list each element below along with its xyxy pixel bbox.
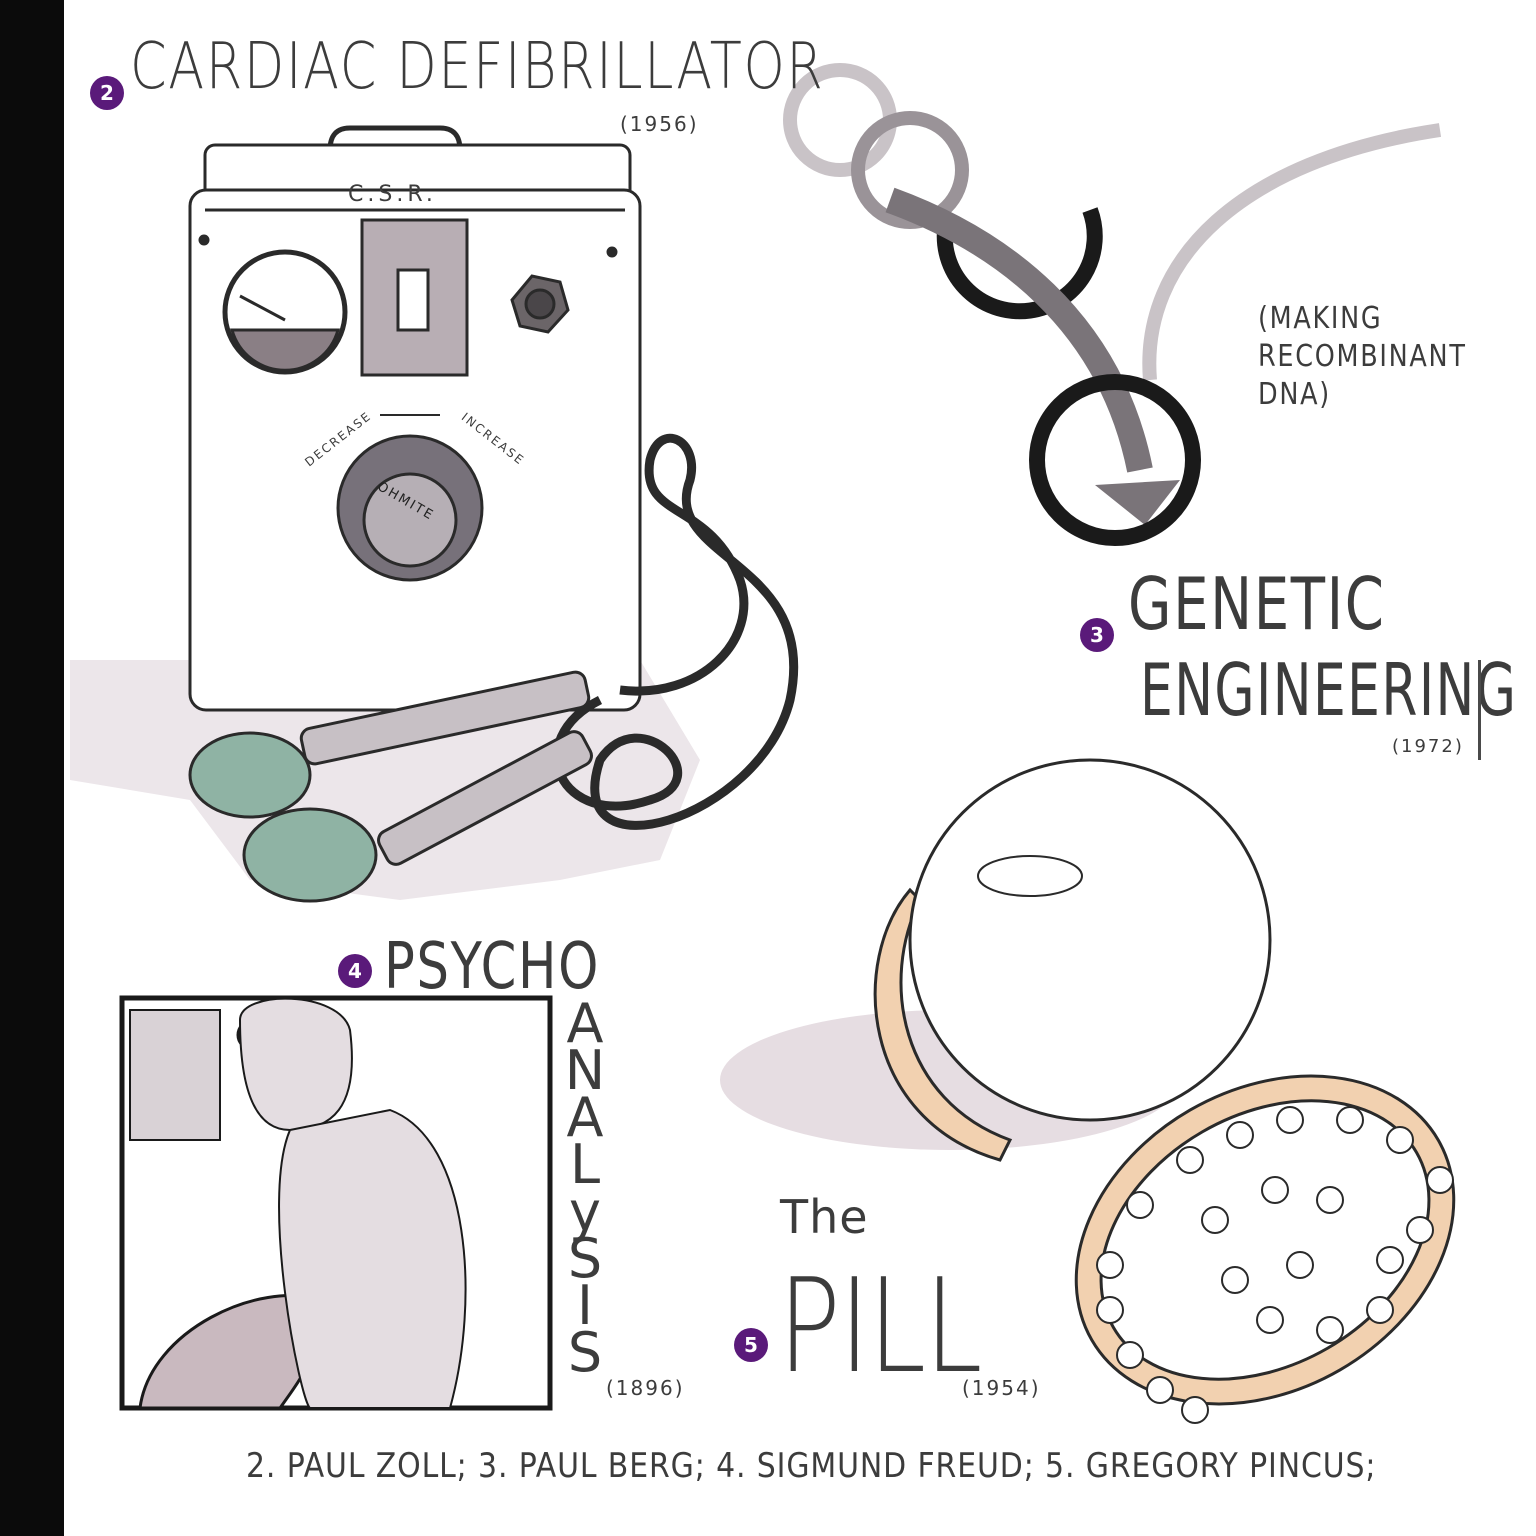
defibrillator-cord bbox=[552, 433, 799, 830]
vertical-letter: S bbox=[567, 1321, 603, 1384]
vertical-letter: L bbox=[569, 1133, 601, 1196]
pill-title: PILL bbox=[778, 1250, 982, 1402]
psychoanalysis-title: PSYCHO bbox=[384, 930, 600, 1004]
genetic-engineering-year: (1972) bbox=[1392, 736, 1464, 757]
dna-rings-illustration bbox=[783, 63, 1442, 546]
vertical-letter: y bbox=[569, 1180, 601, 1243]
badge-number-5: 5 bbox=[734, 1328, 768, 1362]
device-label: C.S.R. bbox=[348, 182, 437, 207]
defibrillator-shadow bbox=[70, 660, 700, 900]
psychoanalysis-year: (1896) bbox=[606, 1376, 685, 1400]
cardiac-defibrillator-title: CARDIAC DEFIBRILLATOR bbox=[130, 30, 825, 104]
recombinant-dna-caption: (MAKING RECOMBINANT DNA) bbox=[1258, 301, 1467, 412]
badge-number-3: 3 bbox=[1080, 618, 1114, 652]
defibrillator-illustration bbox=[188, 125, 642, 712]
vertical-letter: S bbox=[567, 1227, 603, 1290]
vertical-letter: I bbox=[577, 1274, 593, 1337]
pill-compact-illustration bbox=[873, 758, 1456, 1424]
psychoanalysis-vertical-word: A N A L y S I S bbox=[560, 992, 610, 1384]
cardiac-defibrillator-year: (1956) bbox=[620, 112, 699, 136]
black-sidebar bbox=[0, 0, 64, 1536]
inventors-credits: 2. PAUL ZOLL; 3. PAUL BERG; 4. SIGMUND F… bbox=[246, 1446, 1377, 1486]
defibrillator-paddles bbox=[188, 670, 593, 903]
genetic-title-line2: ENGINEERING bbox=[1140, 648, 1518, 732]
freud-panel-illustration bbox=[119, 995, 553, 1411]
vertical-letter: N bbox=[564, 1039, 606, 1102]
badge-number-4: 4 bbox=[338, 954, 372, 988]
vertical-letter: A bbox=[566, 1086, 604, 1149]
badge-number-2: 2 bbox=[90, 76, 124, 110]
pill-year: (1954) bbox=[962, 1376, 1041, 1400]
genetic-divider bbox=[1478, 660, 1481, 760]
pill-the-label: The bbox=[780, 1190, 869, 1244]
vertical-letter: A bbox=[566, 992, 604, 1055]
genetic-title-line1: GENETIC bbox=[1128, 562, 1386, 646]
